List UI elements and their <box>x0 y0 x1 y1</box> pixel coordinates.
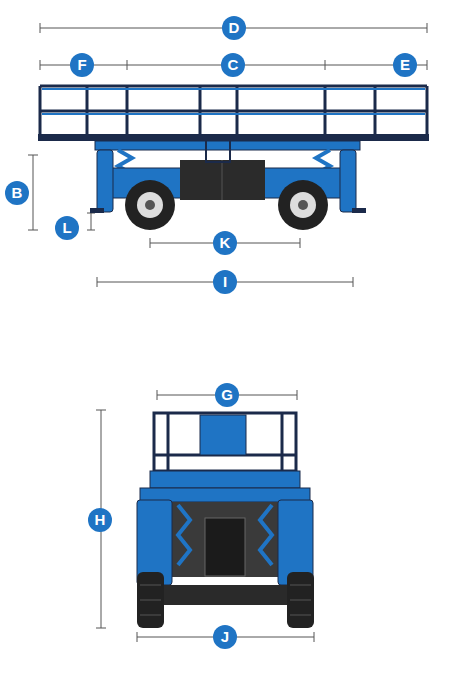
callout-letter: L <box>55 216 79 240</box>
callout-letter: B <box>5 181 29 205</box>
callout-letter: G <box>215 383 239 407</box>
callout-letter: I <box>213 270 237 294</box>
side-view <box>38 86 429 230</box>
callout-letter: F <box>70 53 94 77</box>
callout-letter: E <box>393 53 417 77</box>
callout-letter: H <box>88 508 112 532</box>
callout-letter: C <box>221 53 245 77</box>
front-view <box>137 413 314 628</box>
callout-letter: J <box>213 625 237 649</box>
dimension-lines <box>28 23 427 642</box>
callout-letter: K <box>213 231 237 255</box>
callout-letter: D <box>222 16 246 40</box>
